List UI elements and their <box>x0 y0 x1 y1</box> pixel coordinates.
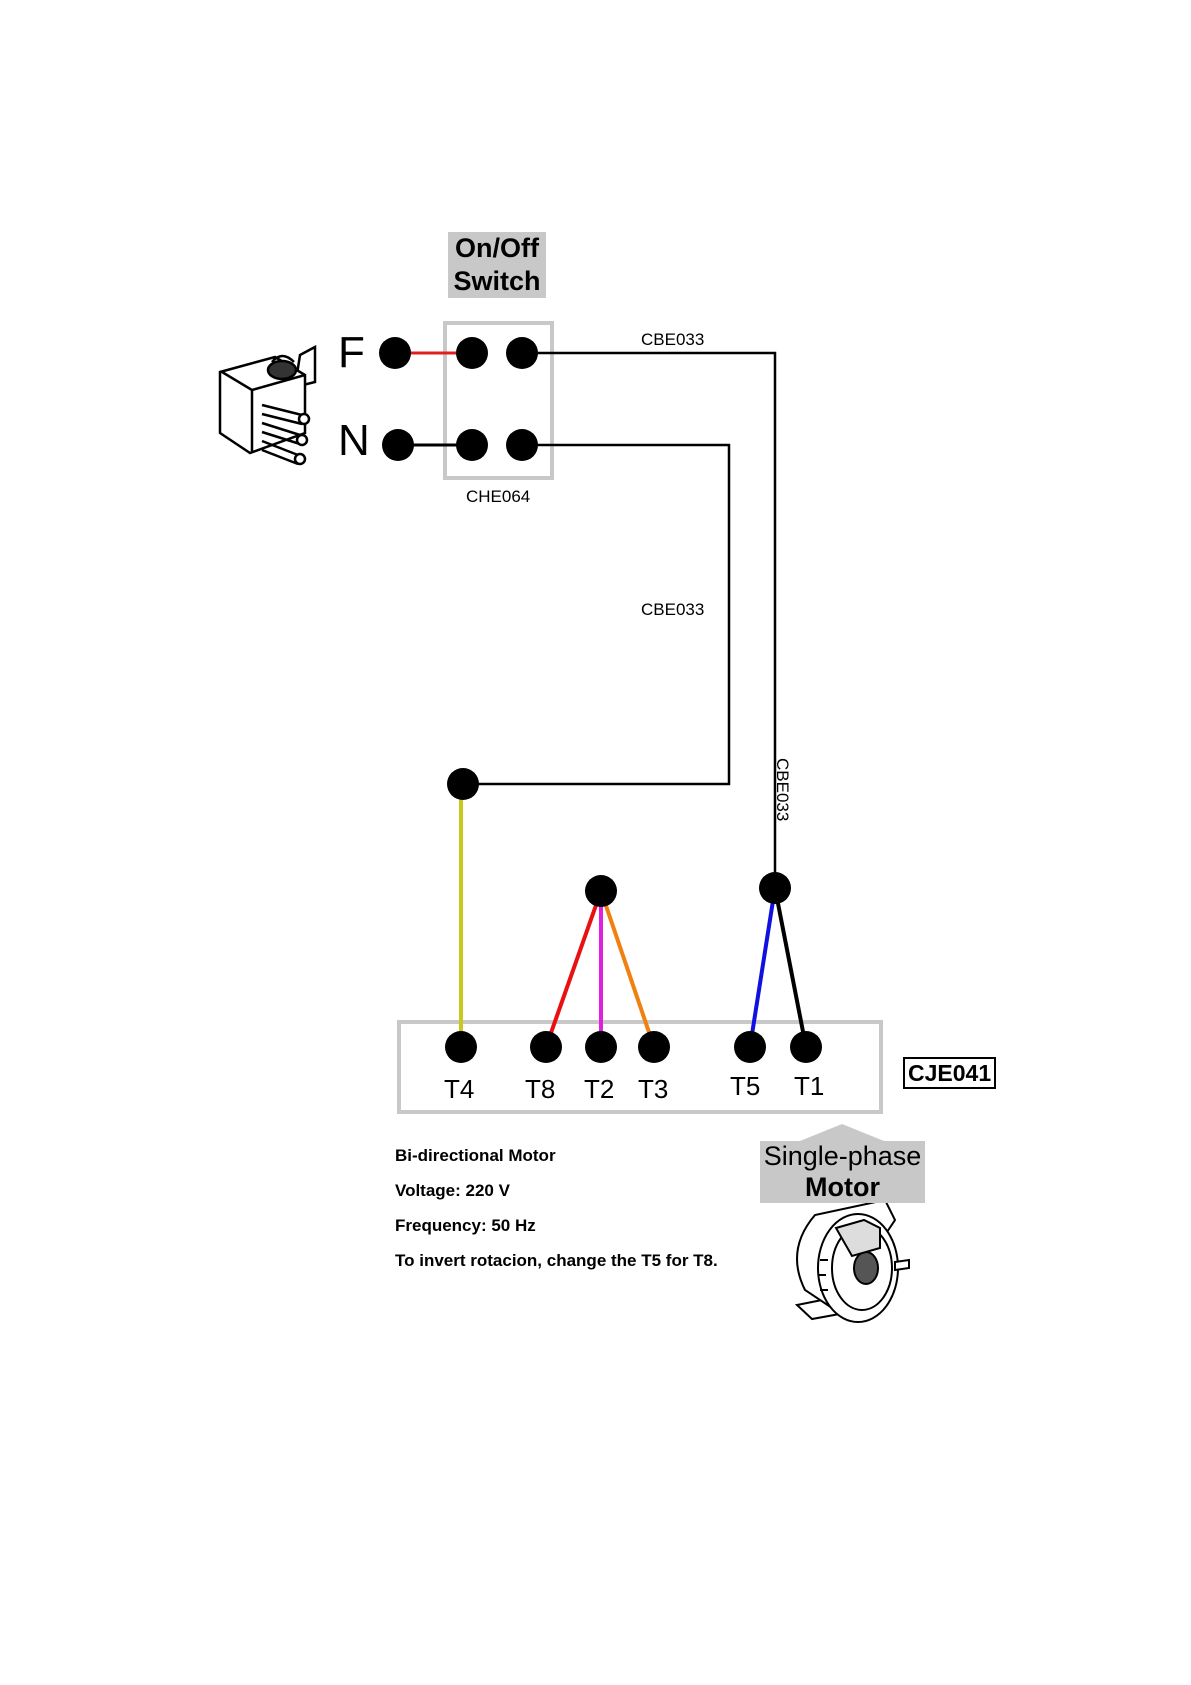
switch-title-line2: Switch <box>448 265 546 298</box>
note-line-3: Frequency: 50 Hz <box>395 1216 536 1236</box>
switch-title-line1: On/Off <box>448 232 546 265</box>
terminal-t5-node <box>734 1031 766 1063</box>
switch-in-phase-node <box>456 337 488 369</box>
motor-icon <box>797 1200 909 1322</box>
wires <box>395 353 806 1047</box>
terminal-label-t3: T3 <box>638 1074 668 1105</box>
phase-cable-label: CBE033 <box>641 330 704 350</box>
switch-out-phase-node <box>506 337 538 369</box>
terminal-label-t8: T8 <box>525 1074 555 1105</box>
motor-title-line1: Single-phase <box>760 1141 925 1172</box>
terminal-t8-node <box>530 1031 562 1063</box>
motor-arrow <box>800 1124 884 1141</box>
terminal-t3-node <box>638 1031 670 1063</box>
switch-title: On/Off Switch <box>448 232 546 298</box>
switch-code: CHE064 <box>466 487 530 507</box>
neutral-label: N <box>338 416 370 466</box>
neutral-cable-label: CBE033 <box>641 600 704 620</box>
phase-label: F <box>338 328 365 378</box>
plug-phase-node <box>379 337 411 369</box>
motor-title-line2: Motor <box>760 1172 925 1203</box>
terminal-label-t2: T2 <box>584 1074 614 1105</box>
terminal-t2-node <box>585 1031 617 1063</box>
t5-t1-junction-node <box>759 872 791 904</box>
terminal-t1-node <box>790 1031 822 1063</box>
neutral-junction-node <box>447 768 479 800</box>
phase-cable-wire <box>522 353 775 888</box>
note-line-4: To invert rotacion, change the T5 for T8… <box>395 1251 718 1271</box>
terminal-label-t4: T4 <box>444 1074 474 1105</box>
plug-neutral-node <box>382 429 414 461</box>
t8-t2-t3-junction-node <box>585 875 617 907</box>
note-line-2: Voltage: 220 V <box>395 1181 510 1201</box>
motor-cable-label: CBE033 <box>772 758 792 821</box>
note-line-1: Bi-directional Motor <box>395 1146 556 1166</box>
terminal-box-code: CJE041 <box>903 1057 996 1089</box>
switch-out-neutral-node <box>506 429 538 461</box>
plug-icon <box>220 347 315 464</box>
terminal-label-t5: T5 <box>730 1071 760 1102</box>
terminal-label-t1: T1 <box>794 1071 824 1102</box>
switch-in-neutral-node <box>456 429 488 461</box>
motor-title: Single-phase Motor <box>760 1141 925 1203</box>
terminal-t4-node <box>445 1031 477 1063</box>
